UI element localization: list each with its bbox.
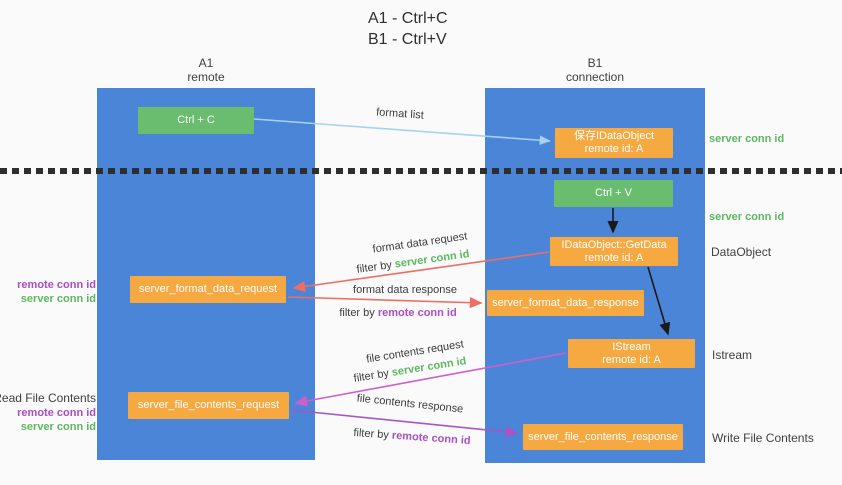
annotation-server-conn-id-top: server conn id [709, 133, 785, 145]
label-file-contents-response: file contents response [356, 392, 464, 416]
annotation-remote-conn-id-1: remote conn id [17, 279, 96, 291]
column-header-a1: A1 remote [146, 56, 266, 84]
column-b1-name: B1 [587, 56, 603, 70]
column-header-b1: B1 connection [535, 56, 655, 84]
node-idataobject-getdata: IDataObject::GetData remote id: A [550, 237, 678, 266]
annotation-read-file-contents: Read File Contents [0, 391, 96, 405]
session-divider [0, 168, 842, 174]
annotation-istream: Istream [712, 348, 753, 362]
diagram-title: A1 - Ctrl+C B1 - Ctrl+V [368, 8, 448, 50]
node-server-format-data-request: server_format_data_request [130, 276, 286, 303]
label-filter-by-remote-conn-id-1: filter by remote conn id [339, 307, 456, 319]
column-b1-role: connection [565, 70, 625, 84]
annotation-server-conn-id-2: server conn id [20, 421, 96, 433]
node-server-file-contents-response-label: server_file_contents_response [528, 430, 678, 443]
label-format-list: format list [375, 106, 425, 122]
annotation-dataobject: DataObject [711, 245, 772, 259]
annotation-write-file-contents: Write File Contents [712, 431, 814, 445]
node-ctrl-v-label: Ctrl + V [595, 187, 632, 199]
node-save-idataobject-line1: 保存IDataObject [573, 130, 655, 142]
node-ctrl-c: Ctrl + C [138, 107, 254, 134]
remote-conn-id-text-2: remote conn id [391, 429, 471, 448]
node-idataobject-getdata-line1: IDataObject::GetData [561, 238, 667, 251]
filter-by-text-2: filter by [339, 307, 375, 319]
server-conn-id-text-1: server conn id [394, 248, 471, 271]
label-filter-by-remote-conn-id-2: filter by remote conn id [353, 427, 471, 447]
node-server-file-contents-response: server_file_contents_response [523, 424, 683, 450]
annotation-server-conn-id-1: server conn id [20, 293, 96, 305]
node-idataobject-getdata-line2: remote id: A [584, 251, 644, 264]
node-server-format-data-request-label: server_format_data_request [138, 283, 278, 295]
node-istream-line1: IStream [612, 340, 651, 353]
arrow-format-data-response [287, 296, 483, 309]
annotation-remote-conn-id-2: remote conn id [17, 407, 96, 419]
remote-conn-id-text-1: remote conn id [377, 307, 457, 319]
node-server-file-contents-request-label: server_file_contents_request [137, 399, 280, 411]
node-istream-line2: remote id: A [602, 353, 661, 366]
node-save-idataobject: 保存IDataObject remote id: A [555, 128, 673, 158]
filter-by-text-4: filter by [353, 426, 390, 442]
node-server-format-data-response: server_format_data_response [487, 290, 644, 316]
node-save-idataobject-line2: remote id: A [584, 143, 644, 155]
label-format-data-response: format data response [353, 284, 457, 296]
title-line-a1: A1 - Ctrl+C [368, 10, 448, 27]
column-a1-role: remote [187, 70, 225, 84]
title-line-b1: B1 - Ctrl+V [368, 31, 447, 48]
node-server-format-data-response-label: server_format_data_response [492, 296, 639, 309]
annotation-server-conn-id-mid: server conn id [709, 211, 785, 223]
column-a1-name: A1 [198, 56, 214, 70]
filter-by-text-1: filter by [355, 259, 393, 276]
node-server-file-contents-request: server_file_contents_request [128, 392, 289, 419]
node-istream: IStream remote id: A [568, 339, 695, 368]
node-ctrl-v: Ctrl + V [554, 180, 673, 207]
filter-by-text-3: filter by [352, 367, 390, 385]
node-ctrl-c-label: Ctrl + C [177, 114, 215, 126]
